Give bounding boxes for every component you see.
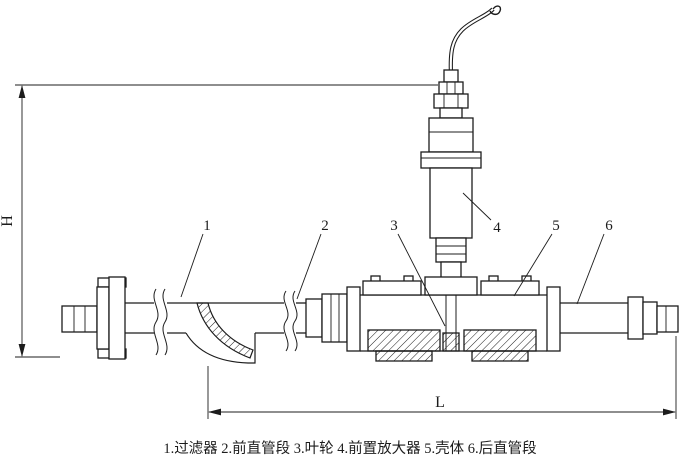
dimension-l: L [207, 336, 677, 419]
end-coupling-body [642, 301, 658, 335]
dimension-h: H [0, 84, 438, 358]
flange-disc [420, 151, 482, 169]
top-block-left [362, 280, 422, 296]
upper-body [428, 117, 474, 153]
coupling-ring [305, 298, 323, 338]
front-straight-pipe [125, 288, 306, 356]
filter-screen [196, 302, 254, 359]
dimension-h-label: H [0, 215, 16, 227]
break-line [153, 288, 159, 356]
inlet-fitting [61, 276, 127, 360]
internal-right [463, 329, 537, 352]
top-block-right [480, 280, 540, 296]
filter [185, 302, 256, 364]
callout-2-num: 2 [321, 218, 329, 234]
callout-3: 3 [390, 218, 446, 327]
callout-1: 1 [180, 218, 211, 298]
break-line [283, 290, 289, 352]
cable-entry [443, 69, 459, 83]
gland-nut [438, 81, 464, 95]
amplifier-cylinder [429, 167, 473, 239]
callout-3-num: 3 [390, 218, 398, 234]
callout-2: 2 [296, 218, 329, 300]
callout-4-num: 4 [493, 220, 501, 236]
hex-nut [433, 93, 469, 109]
preamplifier-assembly [420, 69, 482, 281]
rear-straight-pipe [560, 296, 679, 340]
threaded-neck [435, 237, 467, 263]
callouts: 1 2 3 4 5 6 [180, 192, 613, 327]
end-coupling-ring [627, 296, 644, 340]
sensor-boss-block [424, 276, 478, 296]
internal-left [367, 329, 441, 352]
meter-housing [346, 275, 561, 362]
impeller-hub [442, 332, 460, 352]
pipe-coupling [305, 293, 348, 343]
internal-right-step [471, 350, 529, 362]
inlet-nipple [61, 305, 98, 333]
signal-cable [448, 5, 502, 75]
internal-left-step [375, 350, 433, 362]
coupling-body [321, 293, 348, 343]
callout-4: 4 [462, 192, 501, 236]
callout-6: 6 [576, 218, 613, 305]
housing-flange-right [546, 286, 561, 352]
callout-6-num: 6 [605, 218, 613, 234]
break-line [162, 288, 168, 356]
callout-5: 5 [513, 218, 560, 297]
flange-right [108, 276, 126, 360]
flange-left [96, 286, 110, 350]
housing-flange-left [346, 286, 361, 352]
figure-caption: 1.过滤器 2.前直管段 3.叶轮 4.前置放大器 5.壳体 6.后直管段 [163, 440, 536, 457]
break-line [292, 290, 298, 352]
neck-ring [439, 107, 463, 119]
dimension-l-label: L [435, 394, 445, 411]
filter-pocket-outline [185, 332, 256, 364]
callout-5-num: 5 [552, 218, 560, 234]
callout-1-num: 1 [203, 218, 211, 234]
outlet-nipple [656, 305, 679, 333]
